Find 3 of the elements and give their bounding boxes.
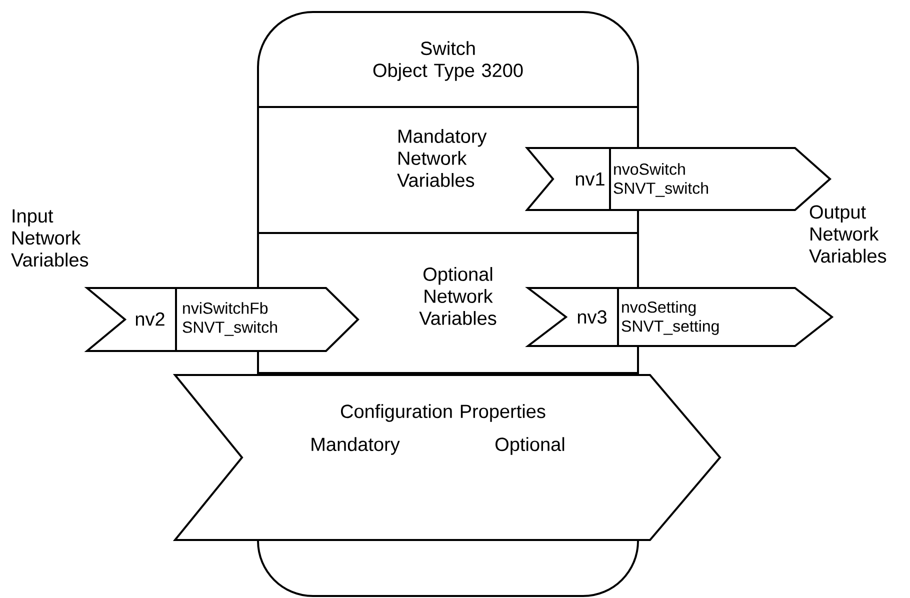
section-area: Mandatory Network Variables (397, 129, 487, 187)
section-area: Optional Network Variables (419, 267, 496, 325)
side-label: Input Network Variables (11, 209, 88, 267)
